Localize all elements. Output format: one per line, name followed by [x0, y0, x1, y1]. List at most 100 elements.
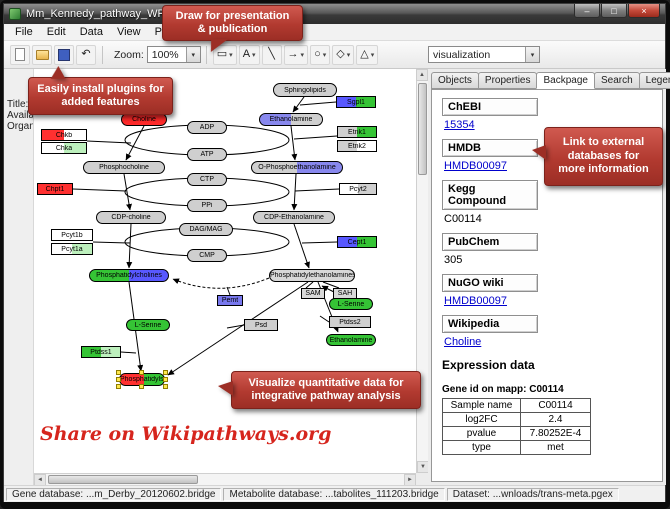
- zoom-value: 100%: [151, 48, 179, 61]
- pathway-node-ptdss2[interactable]: Ptdss2: [329, 316, 371, 328]
- triangle-tool-button[interactable]: △▾: [356, 44, 379, 65]
- pathway-node-o-phosphoethanolamine[interactable]: O-Phosphoethanolamine: [251, 161, 343, 174]
- pathway-node-pcyt1b[interactable]: Pcyt1b: [51, 229, 93, 241]
- pathway-node-chpt1[interactable]: Chpt1: [37, 183, 73, 195]
- zoom-select[interactable]: 100% ▾: [146, 46, 201, 63]
- ellipse-tool-icon: ○: [314, 48, 321, 60]
- pathway-node-phosphatidylcholines[interactable]: Phosphatidylcholines: [89, 269, 169, 282]
- pathway-node-pcyt2[interactable]: Pcyt2: [339, 183, 377, 195]
- pathway-node-label: Chpt1: [45, 185, 65, 193]
- datanode-tool-button[interactable]: ▭▾: [212, 44, 237, 65]
- tab-search[interactable]: Search: [593, 72, 640, 89]
- scroll-up-arrow-icon[interactable]: ▲: [416, 69, 428, 81]
- chevron-down-icon: ▾: [229, 51, 233, 59]
- pathway-edges: [72, 96, 345, 376]
- menu-view[interactable]: View: [116, 26, 141, 38]
- pathway-node-sam[interactable]: SAM: [301, 288, 325, 299]
- pathway-node-ethanolamine-top[interactable]: Ethanolamine: [259, 113, 323, 126]
- selection-handle[interactable]: [163, 384, 168, 389]
- scroll-left-arrow-icon[interactable]: ◄: [34, 474, 46, 485]
- selection-handle[interactable]: [116, 384, 121, 389]
- pathway-node-label: Psd: [254, 321, 268, 329]
- horizontal-scroll-thumb[interactable]: [48, 475, 198, 484]
- minimize-button[interactable]: –: [574, 4, 600, 18]
- close-button[interactable]: ×: [628, 4, 660, 18]
- pathway-node-phosphatidylethanolamines[interactable]: Phosphatidylethanolamines: [269, 269, 355, 282]
- backpage-value-chebi[interactable]: 15354: [444, 119, 475, 131]
- pathway-node-l-serine-left[interactable]: L-Serine: [126, 319, 170, 331]
- menu-data[interactable]: Data: [79, 26, 103, 38]
- menu-edit[interactable]: Edit: [46, 26, 66, 38]
- vertical-scrollbar[interactable]: ▲ ▼: [416, 69, 428, 473]
- pathway-node-label: Ptdss1: [90, 348, 112, 356]
- pathway-node-pcyt1a[interactable]: Pcyt1a: [51, 243, 93, 255]
- save-file-button[interactable]: [54, 44, 74, 65]
- tab-backpage[interactable]: Backpage: [536, 72, 595, 89]
- pathway-node-cept1[interactable]: Cept1: [337, 236, 377, 248]
- visualization-select[interactable]: visualization ▾: [428, 46, 540, 63]
- vertical-scroll-thumb[interactable]: [418, 83, 427, 175]
- diamond-tool-button[interactable]: ◇▾: [332, 44, 355, 65]
- chevron-down-icon[interactable]: ▾: [525, 47, 539, 62]
- title-bar[interactable]: Mm_Kennedy_pathway_WP1771_45176.gpml – □…: [4, 4, 665, 24]
- backpage-value-wikipedia[interactable]: Choline: [444, 336, 482, 348]
- tab-legend[interactable]: Legend: [638, 72, 670, 89]
- pathway-node-psd[interactable]: Psd: [244, 319, 278, 331]
- selection-handle[interactable]: [139, 384, 144, 389]
- arrow-tool-button[interactable]: →▾: [283, 44, 309, 65]
- pathway-node-phosphatidylserines[interactable]: Phosphatidylserines: [116, 370, 168, 389]
- pathway-node-pemt[interactable]: Pemt: [217, 295, 243, 306]
- pathway-node-cdp-choline[interactable]: CDP-choline: [96, 211, 166, 224]
- scroll-right-arrow-icon[interactable]: ►: [404, 474, 416, 485]
- open-file-button[interactable]: [32, 44, 52, 65]
- pathway-node-phosphocholine[interactable]: Phosphocholine: [83, 161, 165, 174]
- pathway-node-ctp[interactable]: CTP: [187, 173, 227, 186]
- pathway-node-ptdss1[interactable]: Ptdss1: [81, 346, 121, 358]
- pathway-node-dag-mag[interactable]: DAG/MAG: [179, 223, 233, 236]
- tab-properties[interactable]: Properties: [477, 72, 538, 89]
- pathway-node-ppi[interactable]: PPi: [187, 199, 227, 212]
- label-tool-button[interactable]: A▾: [238, 44, 260, 65]
- backpage-section-hmdb: HMDB HMDB00097: [442, 139, 652, 172]
- pathway-node-atp[interactable]: ATP: [187, 148, 227, 161]
- pathway-node-ethanolamine-bottom[interactable]: Ethanolamine: [326, 334, 376, 346]
- selection-handle[interactable]: [116, 376, 121, 382]
- pathway-node-etnk2[interactable]: Etnk2: [337, 140, 377, 152]
- line-tool-button[interactable]: ╲: [261, 44, 282, 65]
- backpage-value-nugo[interactable]: HMDB00097: [444, 295, 507, 307]
- backpage-value-hmdb[interactable]: HMDB00097: [444, 160, 507, 172]
- new-file-button[interactable]: [10, 44, 30, 65]
- scroll-down-arrow-icon[interactable]: ▼: [417, 461, 428, 473]
- undo-button[interactable]: ↶: [76, 44, 96, 65]
- pathway-node-label: SAM: [305, 290, 321, 297]
- pathway-node-l-serine-right[interactable]: L-Serine: [329, 298, 373, 310]
- menu-file[interactable]: File: [15, 26, 33, 38]
- pathway-node-label: Sgpl1: [347, 98, 365, 106]
- chevron-down-icon[interactable]: ▾: [185, 47, 200, 62]
- maximize-button[interactable]: □: [601, 4, 627, 18]
- pathway-node-etnk1[interactable]: Etnk1: [337, 126, 377, 138]
- pathway-node-label: Pemt: [221, 297, 239, 304]
- selection-handle[interactable]: [116, 370, 121, 375]
- selection-handle[interactable]: [163, 376, 168, 382]
- pathway-node-cmp[interactable]: CMP: [187, 249, 227, 262]
- pathway-node-sgpl1[interactable]: Sgpl1: [336, 96, 376, 108]
- backpage-header-hmdb: HMDB: [442, 139, 538, 157]
- backpage-value-pubchem: 305: [444, 254, 463, 266]
- datanode-tool-icon: ▭: [216, 48, 228, 60]
- selection-handle[interactable]: [139, 370, 144, 375]
- pathway-node-adp[interactable]: ADP: [187, 121, 227, 134]
- pathway-node-sphingolipids[interactable]: Sphingolipids: [273, 83, 337, 97]
- pathway-node-chka[interactable]: Chka: [41, 142, 87, 154]
- tab-objects[interactable]: Objects: [431, 72, 479, 89]
- callout-link-databases: Link to external databases for more info…: [532, 127, 663, 186]
- pathway-node-cdp-ethanolamine[interactable]: CDP-Ethanolamine: [253, 211, 335, 224]
- app-icon: [9, 8, 21, 20]
- ellipse-tool-button[interactable]: ○▾: [310, 44, 331, 65]
- horizontal-scrollbar[interactable]: ◄ ►: [34, 473, 416, 485]
- selection-handle[interactable]: [163, 370, 168, 375]
- pathway-node-chkb[interactable]: Chkb: [41, 129, 87, 141]
